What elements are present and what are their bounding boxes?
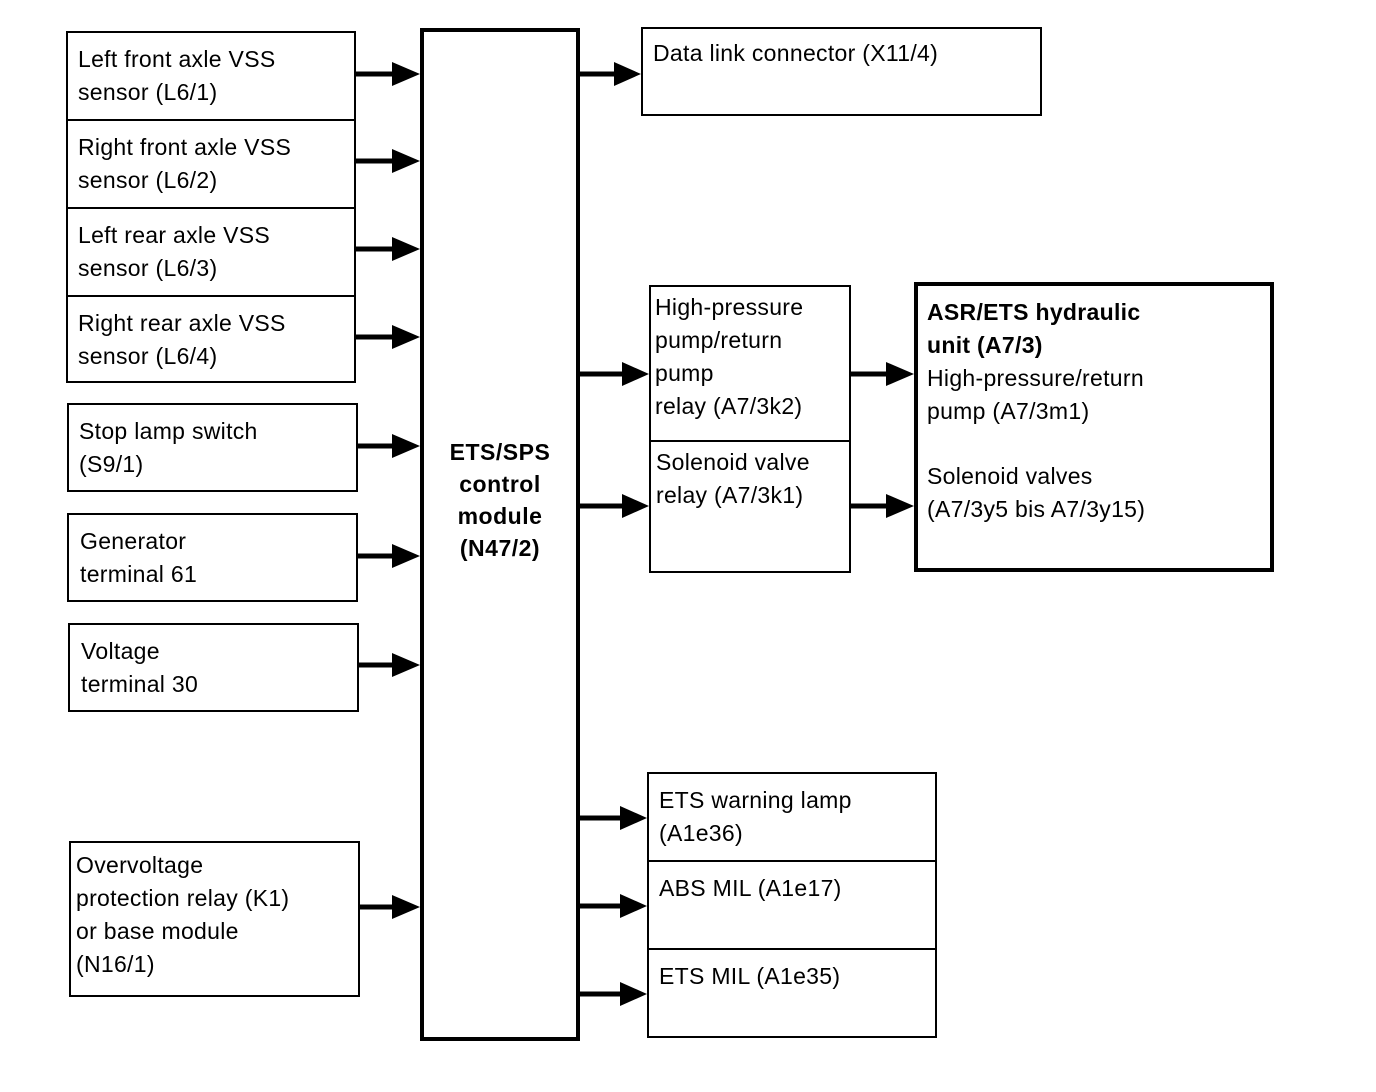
abs-mil-box: ABS MIL (A1e17)	[647, 860, 937, 950]
overvoltage-relay-box: Overvoltage protection relay (K1) or bas…	[69, 841, 360, 997]
arrowhead-abs-mil	[620, 894, 647, 918]
stop-lamp-switch-label: Stop lamp switch (S9/1)	[79, 418, 258, 477]
ets-mil-box: ETS MIL (A1e35)	[647, 948, 937, 1038]
data-link-connector-box: Data link connector (X11/4)	[641, 27, 1042, 116]
ets-mil-label: ETS MIL (A1e35)	[659, 963, 841, 989]
hydraulic-unit-valves: Solenoid valves (A7/3y5 bis A7/3y15)	[927, 463, 1146, 522]
stop-lamp-switch-box: Stop lamp switch (S9/1)	[67, 403, 358, 492]
right-rear-sensor-label: Right rear axle VSS sensor (L6/4)	[78, 310, 286, 369]
right-rear-sensor-box: Right rear axle VSS sensor (L6/4)	[66, 295, 356, 383]
arrowhead-left-rear	[392, 237, 420, 261]
hp-pump-relay-label: High-pressure pump/return pump relay (A7…	[655, 294, 804, 419]
solenoid-valve-relay-box: Solenoid valve relay (A7/3k1)	[649, 440, 851, 573]
arrowhead-ets-warning	[620, 806, 647, 830]
arrowhead-generator	[392, 544, 420, 568]
data-link-connector-label: Data link connector (X11/4)	[653, 40, 939, 66]
hydraulic-unit-title: ASR/ETS hydraulic unit (A7/3)	[927, 299, 1141, 358]
control-module-label: ETS/SPS control module (N47/2)	[449, 439, 551, 561]
left-rear-sensor-label: Left rear axle VSS sensor (L6/3)	[78, 222, 271, 281]
arrowhead-voltage	[392, 653, 420, 677]
voltage-terminal-label: Voltage terminal 30	[81, 638, 199, 697]
left-front-sensor-box: Left front axle VSS sensor (L6/1)	[66, 31, 356, 121]
overvoltage-relay-label: Overvoltage protection relay (K1) or bas…	[76, 852, 290, 977]
solenoid-valve-relay-label: Solenoid valve relay (A7/3k1)	[656, 449, 810, 508]
left-front-sensor-label: Left front axle VSS sensor (L6/1)	[78, 46, 276, 105]
generator-terminal-label: Generator terminal 61	[80, 528, 198, 587]
arrowhead-stop-lamp	[392, 434, 420, 458]
ets-warning-lamp-box: ETS warning lamp (A1e36)	[647, 772, 937, 862]
arrowhead-relay-to-valves	[886, 494, 914, 518]
abs-mil-label: ABS MIL (A1e17)	[659, 875, 842, 901]
left-rear-sensor-box: Left rear axle VSS sensor (L6/3)	[66, 207, 356, 297]
control-module-box: ETS/SPS control module (N47/2)	[420, 28, 580, 1041]
generator-terminal-box: Generator terminal 61	[67, 513, 358, 602]
arrowhead-relay-to-pump	[886, 362, 914, 386]
arrowhead-left-front	[392, 62, 420, 86]
arrowhead-overvoltage	[392, 895, 420, 919]
right-front-sensor-label: Right front axle VSS sensor (L6/2)	[78, 134, 292, 193]
ets-warning-lamp-label: ETS warning lamp (A1e36)	[659, 787, 852, 846]
arrowhead-ets-mil	[620, 982, 647, 1006]
arrowhead-data-link	[614, 62, 641, 86]
arrowhead-right-front	[392, 149, 420, 173]
arrowhead-hp-relay	[622, 362, 649, 386]
arrowhead-right-rear	[392, 325, 420, 349]
voltage-terminal-box: Voltage terminal 30	[68, 623, 359, 712]
hydraulic-unit-box: ASR/ETS hydraulic unit (A7/3) High-press…	[914, 282, 1274, 572]
arrowhead-solenoid-relay	[622, 494, 649, 518]
hydraulic-unit-pump: High-pressure/return pump (A7/3m1)	[927, 365, 1144, 424]
